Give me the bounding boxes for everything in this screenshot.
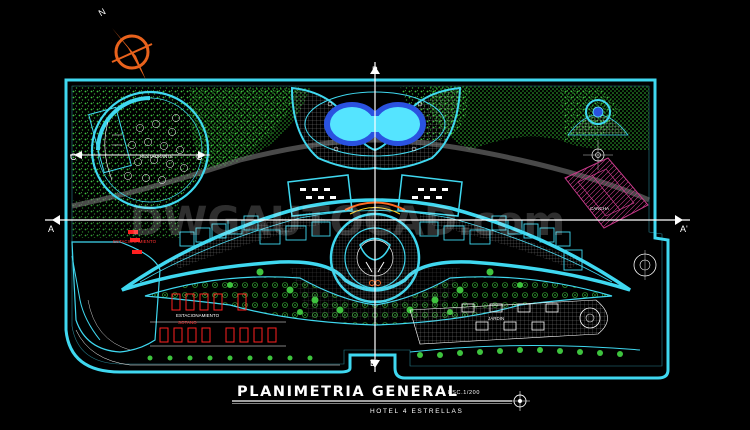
- parking-label-bottom: ESTACIONAMIENTO: [176, 313, 220, 318]
- section-arrow-icon: [370, 66, 380, 74]
- section-arrow-icon: [198, 151, 206, 159]
- restaurant-pavilion: [88, 90, 210, 210]
- court-label: CANCHA: [590, 206, 609, 211]
- section-arrow-icon: [52, 215, 60, 225]
- north-arrow-icon: [108, 28, 158, 80]
- parking-left: [71, 230, 286, 353]
- site-boundary: [64, 78, 670, 380]
- pool-area: [290, 86, 462, 170]
- section-arrow-icon: [675, 215, 683, 225]
- section-arrow-icon: [74, 151, 82, 159]
- title-target-icon: [510, 391, 530, 411]
- section-arrow-icon: [370, 360, 380, 368]
- drawing-scale: ESC.1/200: [448, 390, 480, 396]
- right-roundabout: [633, 250, 657, 280]
- section-c-label-right: C': [196, 152, 204, 162]
- lower-street: [75, 329, 340, 366]
- parking-detail-label: SOTANO: [178, 320, 197, 325]
- section-a-label-right: A': [680, 224, 688, 234]
- restaurant-label: RESTAURANTE: [140, 154, 173, 159]
- garden-label: JARDIN: [488, 316, 504, 321]
- watermark: DWGAUTOCAD.com: [130, 199, 565, 245]
- section-b-label-top: B: [372, 65, 378, 75]
- gazebo: [567, 99, 629, 170]
- section-c-label-left: C: [70, 152, 77, 162]
- drawing-title: PLANIMETRIA GENERAL: [237, 384, 459, 400]
- section-b-label-bottom: B': [370, 358, 378, 368]
- entry-plaza: [409, 299, 641, 358]
- north-letter: N: [97, 6, 108, 18]
- drawing-subtitle: HOTEL 4 ESTRELLAS: [370, 408, 463, 415]
- parking-label-top: ESTACIONAMIENTO: [113, 239, 157, 244]
- section-a-label-left: A: [48, 224, 54, 234]
- sport-court: [564, 157, 649, 229]
- title-block: PLANIMETRIA GENERAL HOTEL 4 ESTRELLAS ES…: [232, 384, 530, 415]
- section-lines: [45, 62, 690, 372]
